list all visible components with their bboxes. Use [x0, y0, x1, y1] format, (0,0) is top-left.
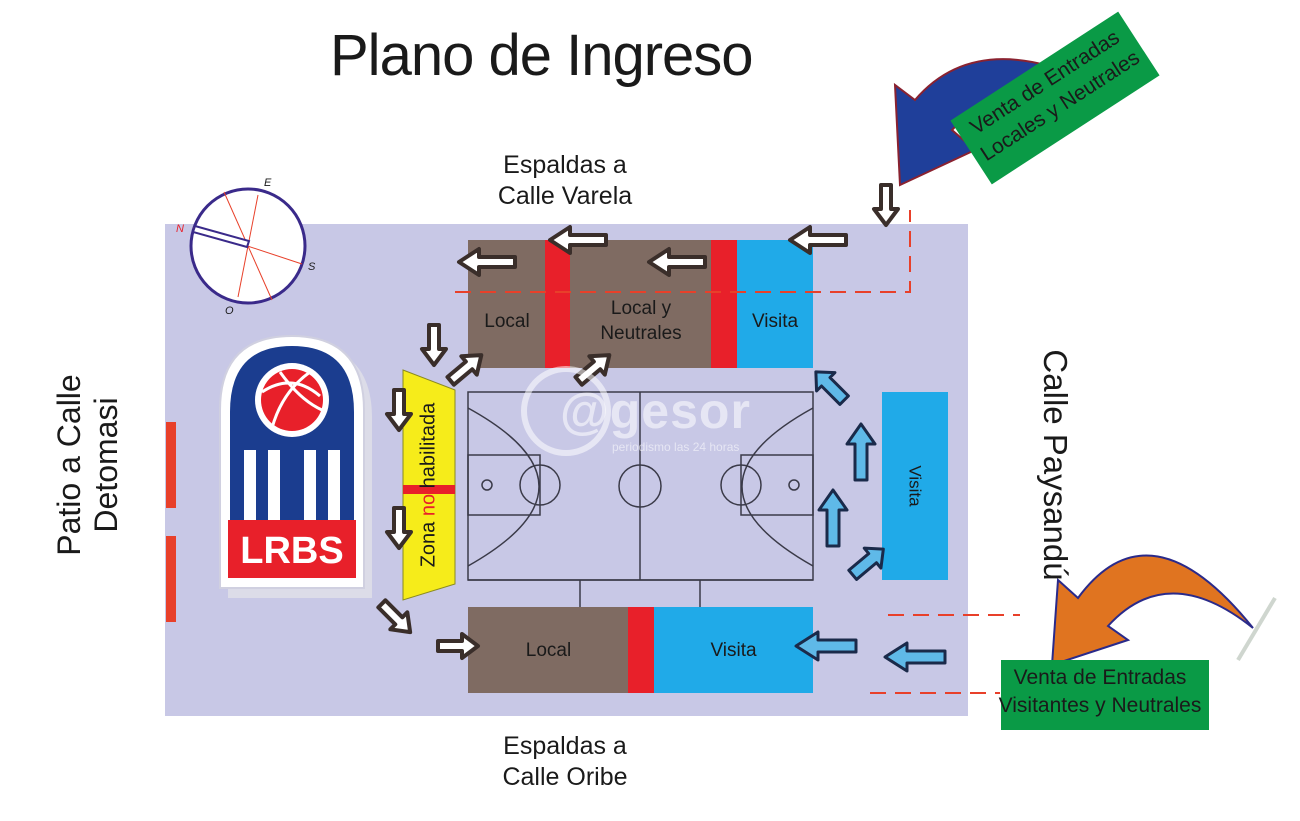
bottom-local-stand: [468, 607, 629, 693]
zona-label: Zona no habilitada: [418, 403, 441, 568]
south-street-label: Espaldas a Calle Oribe: [470, 731, 660, 793]
north-street-label: Espaldas a Calle Varela: [470, 150, 660, 212]
ticket-box-visitantes: Venta de Entradas Visitantes y Neutrales: [999, 660, 1209, 730]
compass-n: N: [176, 223, 184, 235]
top-local-label: Local: [484, 311, 530, 332]
zona-label-part2: no: [417, 493, 440, 517]
lrbs-logo-text: LRBS: [240, 530, 343, 572]
hoop: [788, 479, 800, 491]
right-visita-label-box: Visita: [882, 392, 948, 580]
north-street-line2: Calle Varela: [497, 182, 633, 210]
ticket-visitantes-line1: Venta de Entradas: [1013, 666, 1187, 689]
compass-o: O: [225, 305, 234, 317]
zona-label-box: Zona no habilitada: [403, 372, 455, 598]
watermark-tagline: periodismo las 24 horas: [612, 440, 740, 454]
bottom-visita-stand: [654, 607, 813, 693]
zona-divider: [403, 485, 455, 494]
dashed-path: [455, 210, 1020, 694]
compass-s: S: [308, 261, 316, 273]
top-visita-label: Visita: [751, 311, 799, 332]
south-street-line2: Calle Oribe: [502, 763, 628, 791]
top-divider: [711, 240, 737, 368]
big-arrow-orange: [1050, 554, 1254, 667]
entry-arrows-blue: [794, 370, 947, 673]
ticket-visitantes-line2: Visitantes y Neutrales: [998, 694, 1202, 717]
watermark-brand: @gesor: [560, 383, 751, 439]
zona-label-part3: habilitada: [417, 402, 440, 494]
north-street-line1: Espaldas a: [503, 151, 627, 179]
top-local-neutrales-line1: Local y: [610, 298, 672, 319]
bottom-divider: [628, 607, 654, 693]
west-street-line2: Detomasi: [88, 397, 124, 533]
highlight-stroke: [1236, 596, 1277, 662]
top-divider: [545, 240, 571, 368]
zona-label-part1: Zona: [417, 516, 440, 568]
compass-e: E: [264, 177, 272, 189]
basketball-court: [467, 391, 814, 607]
page-title: Plano de Ingreso: [330, 23, 754, 88]
west-gate-mark: [166, 536, 176, 622]
watermark-circle: [521, 366, 611, 456]
entry-arrows-dark: [376, 183, 900, 660]
west-gate-mark: [166, 422, 176, 508]
compass: [189, 187, 307, 305]
right-visita-label: Visita: [905, 465, 925, 507]
hoop: [481, 479, 493, 491]
right-visita-stand: [882, 392, 948, 580]
east-street-label: Calle Paysandú: [1020, 330, 1090, 600]
top-local-neutrales-line2: Neutrales: [600, 323, 682, 344]
top-visita-stand: [737, 240, 813, 368]
south-street-line1: Espaldas a: [503, 732, 627, 760]
west-street-label: Patio a Calle Detomasi: [28, 360, 148, 570]
lrbs-logo: [219, 334, 372, 598]
west-street-line1: Patio a Calle: [51, 374, 87, 556]
east-street-text: Calle Paysandú: [1037, 349, 1074, 581]
bottom-visita-label: Visita: [710, 640, 757, 661]
top-local-neutrales-label: Local y Neutrales: [570, 296, 712, 346]
bottom-local-label: Local: [525, 640, 572, 661]
